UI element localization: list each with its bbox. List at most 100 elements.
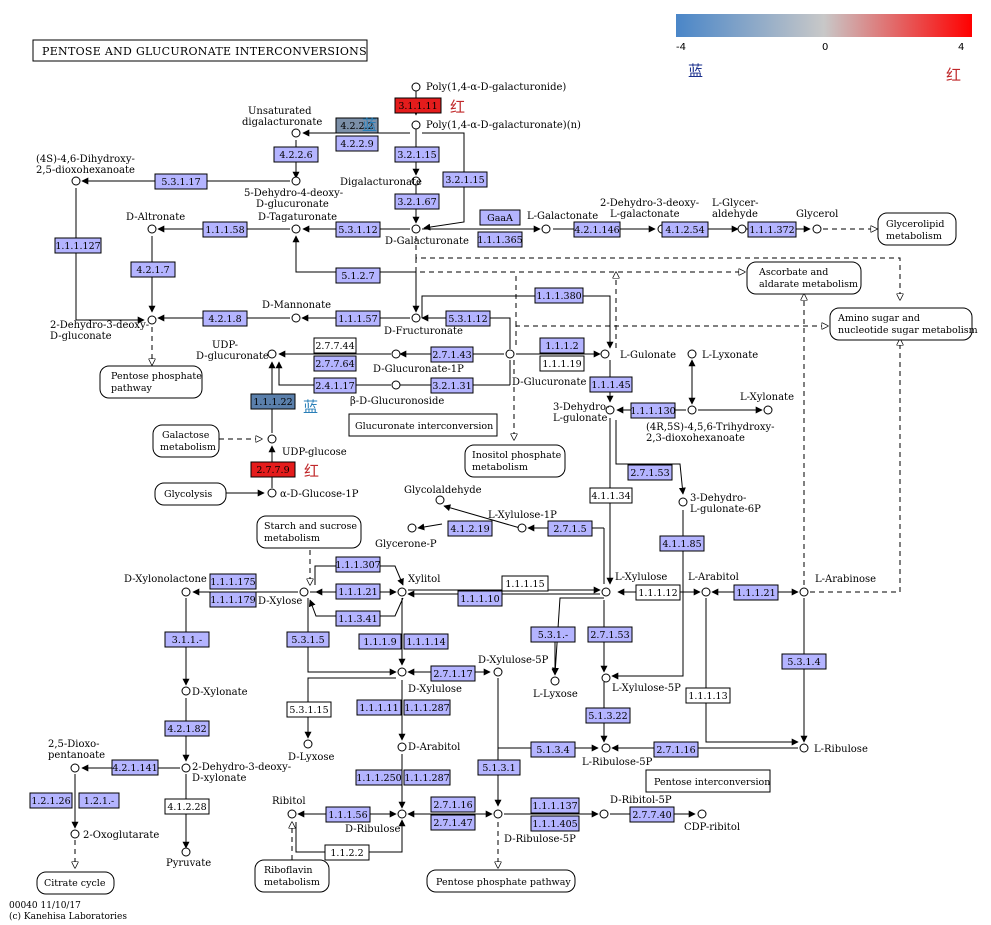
- map-starch-sucrose[interactable]: Starch and sucrose metabolism: [256, 515, 362, 549]
- enzyme-4-2-1-8[interactable]: 4.2.1.8: [202, 310, 248, 327]
- enzyme-1-1-1-19[interactable]: 1.1.1.19: [539, 355, 585, 372]
- enzyme-2-7-7-40[interactable]: 2.7.7.40: [629, 806, 675, 823]
- enzyme-1-1-1-11[interactable]: 1.1.1.11: [356, 699, 402, 716]
- enzyme-5-3-1-12b[interactable]: 5.3.1.12: [445, 310, 491, 327]
- enzyme-1-2-1-dash[interactable]: 1.2.1.-: [78, 792, 120, 809]
- enzyme-1-1-1-127[interactable]: 1.1.1.127: [54, 237, 102, 254]
- enzyme-2-7-1-17[interactable]: 2.7.1.17: [430, 665, 476, 682]
- enzyme-4-1-2-28[interactable]: 4.1.2.28: [164, 798, 210, 815]
- enzyme-1-1-1-58[interactable]: 1.1.1.58: [202, 221, 248, 238]
- enzyme-box-bg: [335, 267, 381, 284]
- map-glycolysis[interactable]: Glycolysis: [154, 482, 227, 506]
- enzyme-1-1-1-372[interactable]: 1.1.1.372: [747, 221, 797, 238]
- enzyme-3-1-1-11[interactable]: 3.1.1.11: [394, 97, 442, 114]
- map-inositol[interactable]: Inositol phosphate metabolism: [464, 444, 566, 478]
- enzyme-3-1-1-dash[interactable]: 3.1.1.-: [164, 631, 210, 648]
- enzyme-2-7-1-53b[interactable]: 2.7.1.53: [587, 626, 633, 643]
- enzyme-label: 4.2.1.8: [208, 314, 241, 325]
- enzyme-4-2-1-146[interactable]: 4.2.1.146: [573, 221, 621, 238]
- enzyme-1-1-1-365[interactable]: 1.1.1.365: [477, 231, 523, 248]
- enzyme-2-7-1-16b[interactable]: 2.7.1.16: [430, 796, 476, 813]
- enzyme-1-1-1-405[interactable]: 1.1.1.405: [530, 815, 580, 832]
- enzyme-2-7-1-47[interactable]: 2.7.1.47: [430, 814, 476, 831]
- compound-dehydro-deoxy-glucuronate-1: 5-Dehydro-4-deoxy-: [244, 188, 343, 199]
- enzyme-3-2-1-31[interactable]: 3.2.1.31: [430, 377, 474, 394]
- enzyme-2-7-7-64[interactable]: 2.7.7.64: [313, 355, 357, 372]
- enzyme-box-bg: [477, 759, 521, 776]
- enzyme-2-7-1-43[interactable]: 2.7.1.43: [430, 346, 474, 363]
- enzyme-5-3-1-5[interactable]: 5.3.1.5: [286, 631, 330, 648]
- pathway-links[interactable]: Glycerolipid metabolism Ascorbate and al…: [36, 212, 978, 895]
- enzyme-label: 2.7.1.17: [433, 669, 472, 680]
- enzyme-4-2-1-141[interactable]: 4.2.1.141: [111, 759, 159, 776]
- enzyme-3-2-1-67[interactable]: 3.2.1.67: [394, 193, 440, 210]
- enzyme-3-2-1-15b[interactable]: 3.2.1.15: [442, 171, 488, 188]
- enzyme-label: 5.1.3.22: [588, 711, 627, 722]
- enzyme-4-2-2-6[interactable]: 4.2.2.6: [273, 146, 319, 163]
- enzyme-1-2-1-26[interactable]: 1.2.1.26: [29, 792, 73, 809]
- enzyme-label: 1.1.3.41: [338, 614, 377, 625]
- enzyme-4-1-1-34[interactable]: 4.1.1.34: [589, 487, 633, 504]
- enzyme-1-1-1-287b[interactable]: 1.1.1.287: [403, 769, 451, 786]
- enzyme-1-1-2-2[interactable]: 1.1.2.2: [324, 844, 370, 861]
- enzyme-2-7-1-53a[interactable]: 2.7.1.53: [627, 464, 673, 481]
- enzyme-1-1-3-41[interactable]: 1.1.3.41: [335, 610, 381, 627]
- enzyme-1-1-1-14[interactable]: 1.1.1.14: [403, 633, 449, 650]
- enzyme-1-1-1-250[interactable]: 1.1.1.250: [355, 769, 403, 786]
- map-galactose[interactable]: Galactose metabolism: [152, 424, 220, 458]
- enzyme-1-1-1-10[interactable]: 1.1.1.10: [457, 590, 503, 607]
- enzyme-2-7-1-16a[interactable]: 2.7.1.16: [653, 741, 699, 758]
- enzyme-4-2-2-2[interactable]: 4.2.2.2: [335, 117, 379, 134]
- enzyme-5-1-3-1[interactable]: 5.1.3.1: [477, 759, 521, 776]
- enzyme-4-1-2-19[interactable]: 4.1.2.19: [447, 520, 493, 537]
- enzyme-5-3-1-17[interactable]: 5.3.1.17: [154, 173, 208, 190]
- enzyme-1-1-1-380[interactable]: 1.1.1.380: [534, 287, 584, 304]
- compound-d-lyxose: D-Lyxose: [288, 752, 334, 763]
- map-ascorbate-aldarate[interactable]: Ascorbate and aldarate metabolism: [746, 261, 862, 295]
- enzyme-1-1-1-13[interactable]: 1.1.1.13: [685, 687, 731, 704]
- enzyme-5-1-3-4[interactable]: 5.1.3.4: [530, 741, 576, 758]
- enzyme-1-1-1-57[interactable]: 1.1.1.57: [335, 310, 381, 327]
- enzyme-1-1-1-137[interactable]: 1.1.1.137: [530, 797, 580, 814]
- enzyme-1-1-1-15[interactable]: 1.1.1.15: [501, 575, 549, 592]
- enzyme-5-3-1-4[interactable]: 5.3.1.4: [781, 653, 827, 670]
- enzyme-1-1-1-45[interactable]: 1.1.1.45: [589, 376, 633, 393]
- enzyme-5-1-2-7[interactable]: 5.1.2.7: [335, 267, 381, 284]
- enzyme-gaaa[interactable]: GaaA: [479, 209, 521, 226]
- enzyme-label: 2.7.1.53: [590, 630, 629, 641]
- map-amino-sugar[interactable]: Amino sugar and nucleotide sugar metabol…: [829, 307, 978, 341]
- map-glycerolipid-metabolism[interactable]: Glycerolipid metabolism: [877, 212, 957, 246]
- enzyme-1-1-1-9[interactable]: 1.1.1.9: [358, 633, 402, 650]
- enzyme-1-1-1-179[interactable]: 1.1.1.179: [209, 591, 257, 608]
- map-riboflavin[interactable]: Riboflavin metabolism: [254, 859, 330, 893]
- enzyme-1-1-1-287a[interactable]: 1.1.1.287: [403, 699, 451, 716]
- enzyme-2-4-1-17[interactable]: 2.4.1.17: [313, 377, 357, 394]
- enzyme-1-1-1-2[interactable]: 1.1.1.2: [539, 337, 585, 354]
- enzyme-5-1-3-22[interactable]: 5.1.3.22: [585, 707, 631, 724]
- enzyme-5-3-1-dash[interactable]: 5.3.1.-: [530, 626, 576, 643]
- enzyme-4-1-2-54[interactable]: 4.1.2.54: [661, 221, 709, 238]
- enzyme-1-1-1-307[interactable]: 1.1.1.307: [335, 556, 381, 573]
- enzyme-2-7-7-44[interactable]: 2.7.7.44: [313, 337, 357, 354]
- enzyme-4-1-1-85[interactable]: 4.1.1.85: [659, 535, 705, 552]
- enzyme-4-2-2-9[interactable]: 4.2.2.9: [335, 135, 379, 152]
- enzyme-4-2-1-82[interactable]: 4.2.1.82: [164, 720, 210, 737]
- enzyme-1-1-1-130[interactable]: 1.1.1.130: [630, 402, 676, 419]
- map-pentose-phosphate-left[interactable]: Pentose phosphate pathway: [99, 365, 203, 399]
- enzyme-5-3-1-12a[interactable]: 5.3.1.12: [335, 221, 381, 238]
- enzyme-2-7-1-5[interactable]: 2.7.1.5: [547, 520, 593, 537]
- enzyme-1-1-1-12[interactable]: 1.1.1.12: [635, 584, 681, 601]
- enzyme-1-1-1-175[interactable]: 1.1.1.175: [209, 573, 257, 590]
- map-citrate-cycle[interactable]: Citrate cycle: [36, 871, 115, 895]
- enzyme-1-1-1-21a[interactable]: 1.1.1.21: [335, 583, 381, 600]
- map-pentose-phosphate-bottom[interactable]: Pentose phosphate pathway: [426, 869, 576, 893]
- enzyme-5-3-1-15[interactable]: 5.3.1.15: [286, 701, 332, 718]
- enzyme-1-1-1-56[interactable]: 1.1.1.56: [325, 806, 371, 823]
- enzyme-1-1-1-21b[interactable]: 1.1.1.21: [733, 584, 779, 601]
- enzyme-4-2-1-7[interactable]: 4.2.1.7: [130, 261, 176, 278]
- enzyme-3-2-1-15a[interactable]: 3.2.1.15: [394, 146, 440, 163]
- enzyme-1-1-1-22[interactable]: 1.1.1.22: [250, 393, 296, 410]
- enzyme-2-7-7-9[interactable]: 2.7.7.9: [250, 461, 296, 478]
